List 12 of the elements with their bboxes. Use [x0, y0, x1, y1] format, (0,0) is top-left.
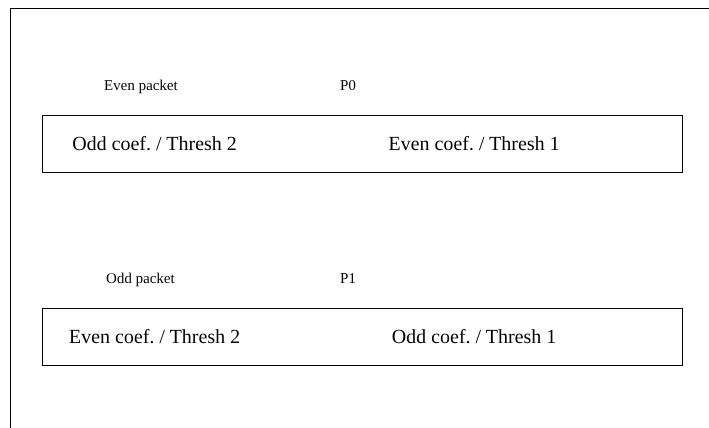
packet-field [42, 115, 267, 173]
packet-id: P0 [340, 78, 356, 95]
packet-field [266, 308, 683, 366]
field-label: Even coef. / Thresh 1 [388, 132, 560, 156]
packet-field [42, 308, 267, 366]
packet-title: Odd packet [106, 271, 175, 288]
packet-id: P1 [340, 271, 356, 288]
field-label: Odd coef. / Thresh 1 [392, 326, 556, 348]
packet-field [266, 115, 683, 173]
packet-title: Even packet [104, 78, 178, 95]
field-label: Even coef. / Thresh 2 [68, 326, 240, 348]
field-label: Odd coef. / Thresh 2 [72, 132, 237, 156]
